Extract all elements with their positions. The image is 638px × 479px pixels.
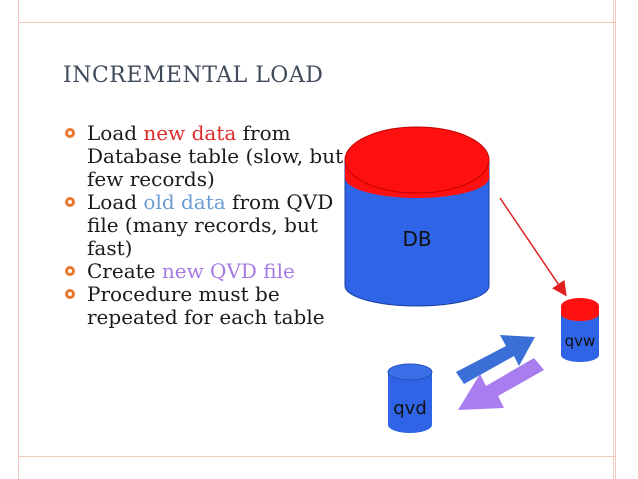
bullet-item-create-qvd: Create new QVD file xyxy=(65,260,345,283)
bullet-text: Load xyxy=(87,121,144,145)
qvd-label: qvd xyxy=(393,398,427,419)
bullet-text: from QVD file (many records, but fast) xyxy=(87,190,334,260)
bullet-item-procedure: Procedure must be repeated for each tabl… xyxy=(65,283,345,329)
bullet-highlight: new data xyxy=(143,121,237,145)
db-label: DB xyxy=(402,227,431,251)
slide-frame-inner xyxy=(24,0,614,479)
bullet-marker-icon xyxy=(65,289,75,299)
bullet-highlight: new QVD file xyxy=(161,259,295,283)
bottom-rule xyxy=(18,456,616,457)
load-arrow-icon xyxy=(499,197,567,297)
slide-title: INCREMENTAL LOAD xyxy=(63,63,324,88)
slide-frame xyxy=(18,0,616,479)
bullet-marker-icon xyxy=(65,197,75,207)
bullet-text: Create xyxy=(87,259,162,283)
qvw-cylinder-icon: qvw xyxy=(561,298,599,362)
blue-arrow-icon xyxy=(456,335,535,384)
bullet-text: from Database table (slow, but few recor… xyxy=(87,121,344,191)
qvd-cylinder-icon: qvd xyxy=(387,363,433,433)
top-rule xyxy=(18,22,616,23)
bullet-text: Load xyxy=(87,190,144,214)
purple-arrow-icon xyxy=(458,358,544,410)
bullet-marker-icon xyxy=(65,128,75,138)
bullet-list: Load new data from Database table (slow,… xyxy=(65,122,345,329)
bullet-item-old-data: Load old data from QVD file (many record… xyxy=(65,191,345,260)
db-cylinder-icon: DB xyxy=(344,126,490,307)
bullet-highlight: old data xyxy=(143,190,226,214)
qvw-label: qvw xyxy=(565,332,596,350)
bullet-marker-icon xyxy=(65,266,75,276)
bullet-text: Procedure must be repeated for each tabl… xyxy=(87,282,325,329)
bullet-item-new-data: Load new data from Database table (slow,… xyxy=(65,122,345,191)
